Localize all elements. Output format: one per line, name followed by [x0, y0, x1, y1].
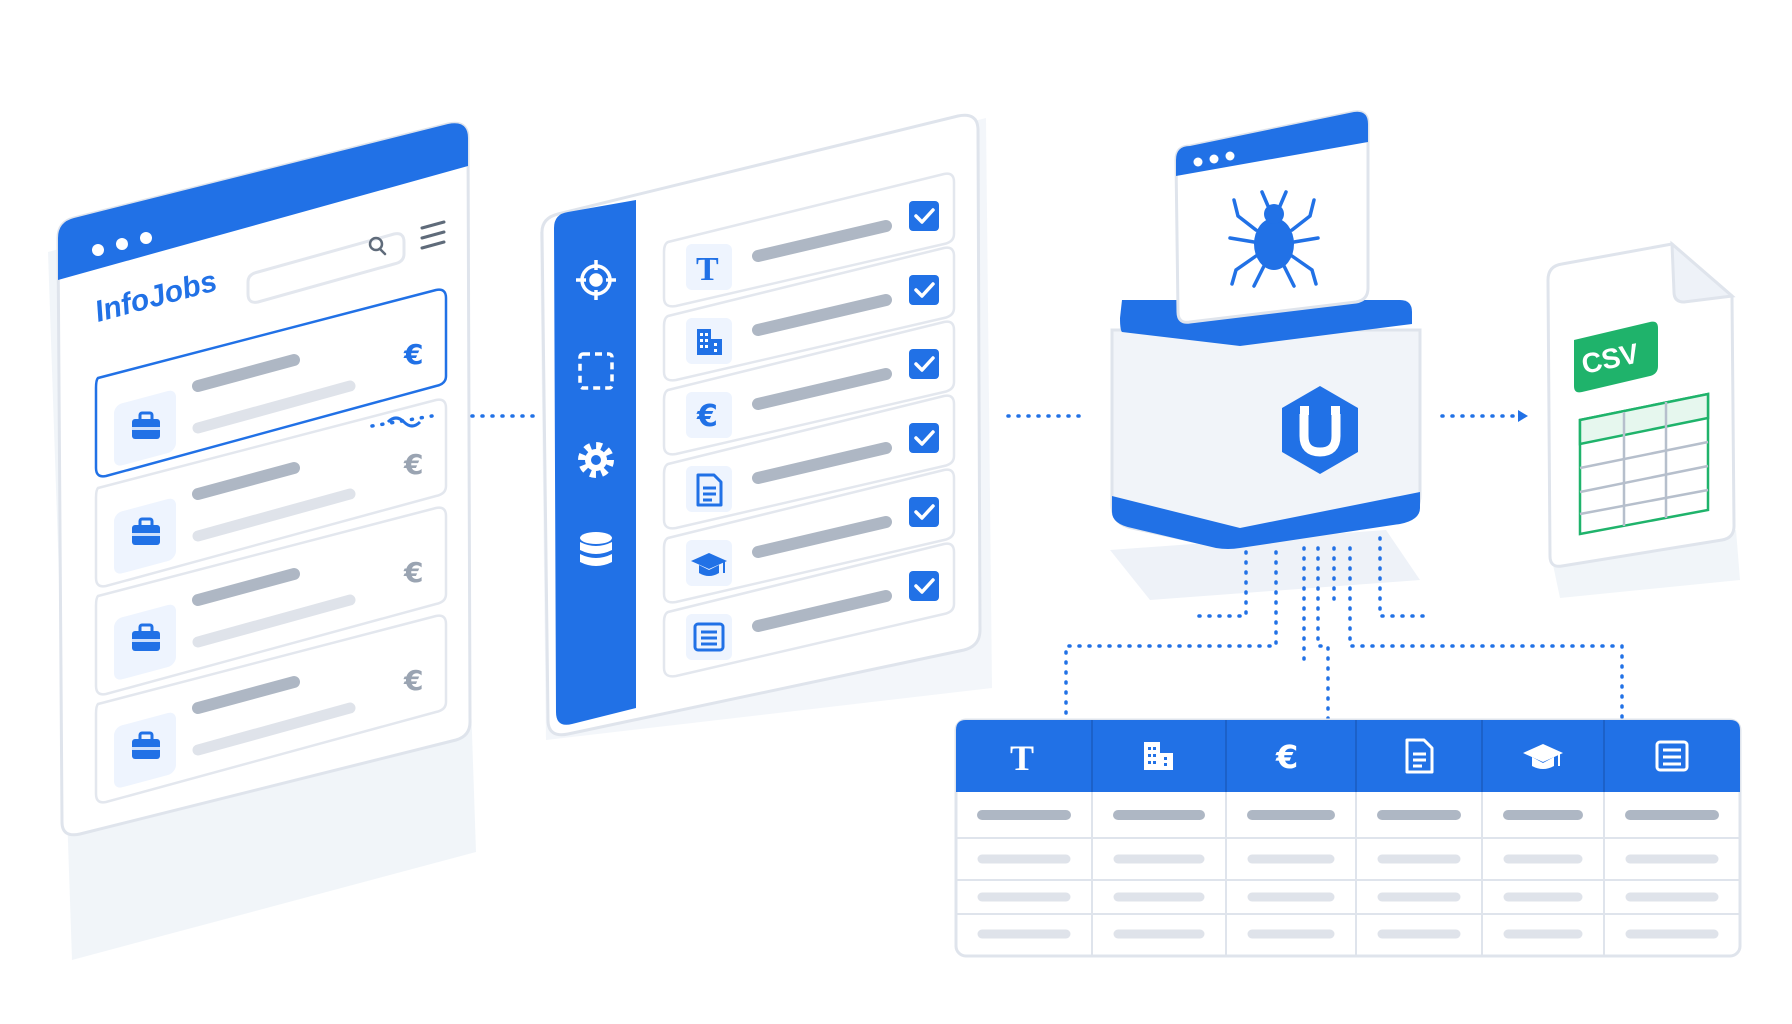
placeholder-bar: [192, 488, 356, 542]
checkbox-checked[interactable]: [907, 199, 941, 233]
salary-euro: €: [403, 338, 423, 371]
gear-icon[interactable]: [578, 442, 614, 478]
database-icon[interactable]: [580, 532, 612, 566]
job-card-list: € € €: [94, 288, 448, 804]
table-header: [956, 720, 1740, 792]
csv-file: CSV: [1546, 240, 1740, 598]
placeholder-bar: [192, 594, 356, 648]
field-row[interactable]: €: [662, 320, 956, 456]
cursor-squiggle: [386, 416, 422, 428]
crosshair-icon[interactable]: [576, 260, 616, 300]
field-row[interactable]: [662, 468, 956, 604]
window-dot: [140, 232, 152, 244]
job-card[interactable]: €: [94, 614, 448, 804]
u-magnet-hexagon-icon: [1282, 386, 1358, 474]
placeholder-bar: [752, 442, 892, 484]
placeholder-bar: [192, 380, 356, 434]
placeholder-bar: [192, 676, 300, 714]
field-row[interactable]: [662, 394, 956, 530]
csv-shadow: [1552, 530, 1740, 598]
list-icon[interactable]: [1655, 740, 1689, 772]
scraper-machine: [1064, 110, 1624, 722]
salary-euro: €: [403, 448, 423, 481]
selection-box-icon[interactable]: [578, 352, 614, 390]
checkbox-checked[interactable]: [907, 421, 941, 455]
placeholder-bar: [752, 368, 892, 410]
checkbox-checked[interactable]: [907, 347, 941, 381]
placeholder-bar: [192, 702, 356, 756]
placeholder-bar: [192, 354, 300, 392]
placeholder-bar: [752, 220, 892, 262]
csv-grid: [1578, 392, 1710, 536]
output-wires: [1064, 536, 1624, 722]
arrow-head: [1518, 410, 1528, 422]
placeholder-bar: [752, 294, 892, 336]
window-dot: [92, 244, 104, 256]
spider-bug-icon: [1228, 190, 1320, 288]
field-selector-panel: T €: [540, 113, 992, 740]
window-dot: [116, 238, 128, 250]
job-card[interactable]: €: [94, 398, 448, 588]
graduation-cap-icon[interactable]: [1523, 744, 1563, 769]
checkbox-checked[interactable]: [907, 495, 941, 529]
browser-titlebar: [58, 123, 468, 280]
machine-shadow: [1110, 530, 1420, 600]
machine-base: [1112, 492, 1420, 549]
hamburger-menu-icon[interactable]: [420, 220, 446, 250]
field-row[interactable]: [662, 542, 956, 678]
text-icon[interactable]: T: [1010, 738, 1034, 778]
placeholder-bar: [752, 590, 892, 632]
table-gridlines: [956, 792, 1740, 956]
checkbox-checked[interactable]: [907, 569, 941, 603]
window-dot: [1193, 157, 1203, 167]
field-row[interactable]: T: [662, 172, 956, 308]
euro-icon: €: [696, 399, 718, 434]
field-row[interactable]: [662, 246, 956, 382]
search-icon[interactable]: [368, 236, 387, 256]
salary-euro: €: [403, 664, 423, 697]
search-field[interactable]: [246, 232, 406, 304]
window-dot: [1225, 151, 1235, 161]
header-dividers: [1091, 720, 1605, 792]
checkbox-checked[interactable]: [907, 273, 941, 307]
building-icon[interactable]: [1144, 742, 1173, 770]
placeholder-bar: [752, 516, 892, 558]
salary-euro: €: [403, 556, 423, 589]
csv-badge: [1574, 321, 1658, 393]
output-table: T €: [954, 718, 1742, 958]
euro-icon[interactable]: €: [1275, 738, 1298, 776]
job-card[interactable]: €: [94, 506, 448, 696]
placeholder-bar: [192, 462, 300, 500]
window-dot: [1209, 154, 1219, 164]
spider-window: [1174, 110, 1370, 324]
placeholder-bar: [192, 568, 300, 606]
text-icon: T: [696, 251, 719, 288]
browser-window: InfoJobs € €: [48, 121, 476, 960]
job-card[interactable]: €: [94, 288, 448, 478]
document-icon[interactable]: [1405, 738, 1434, 774]
